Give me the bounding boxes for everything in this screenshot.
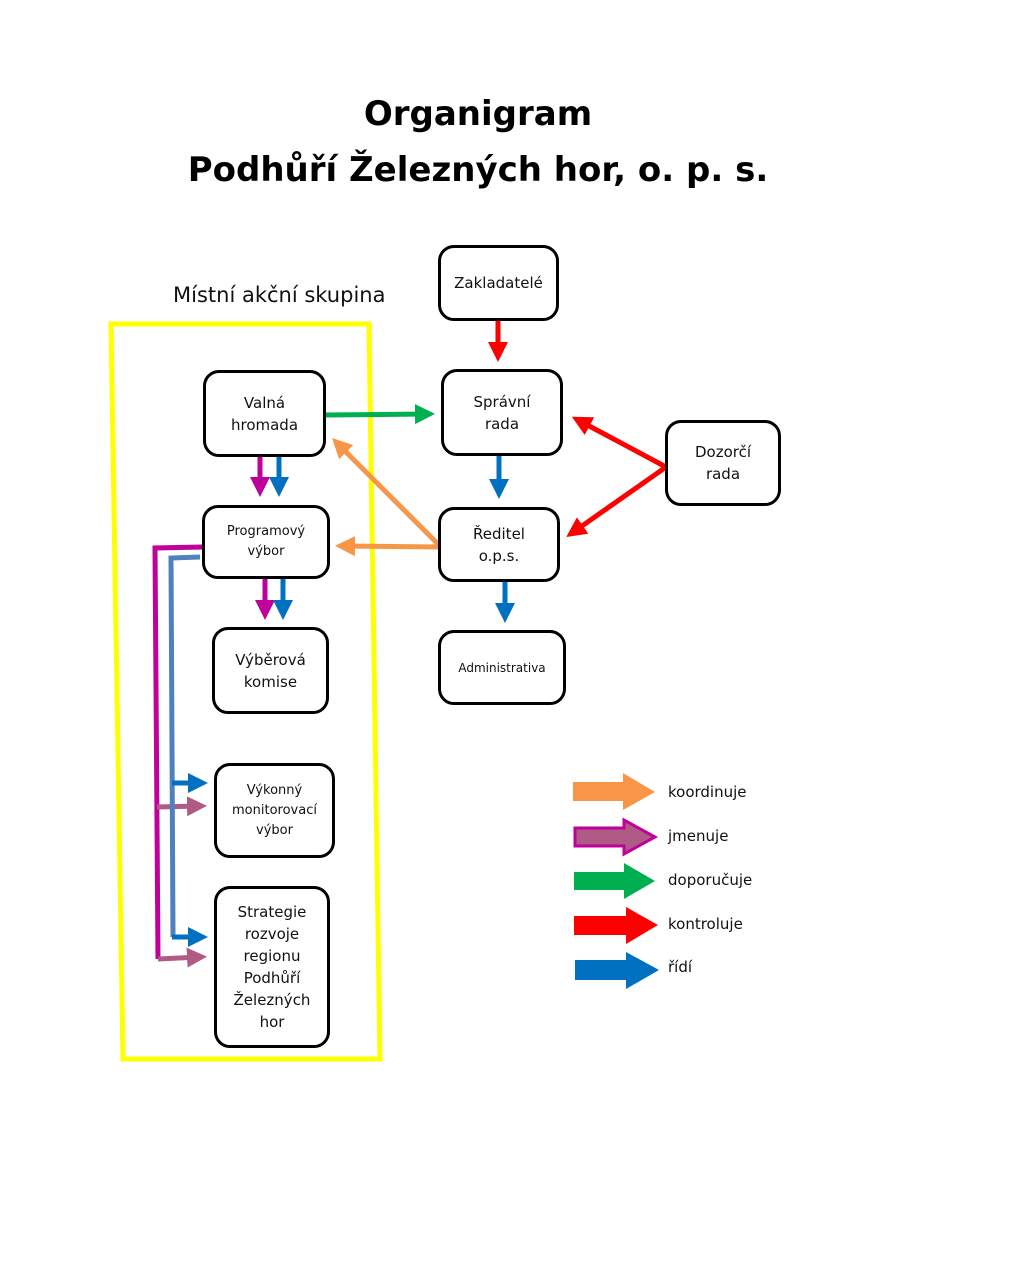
group-label-mas: Místní akční skupina: [173, 283, 386, 307]
edge-reditel-valna: [332, 438, 442, 548]
edge-programovy-strategie-jmenuje: [157, 947, 207, 968]
node-strategie-rozvoje: Strategie rozvoje regionu Podhůří Železn…: [214, 886, 330, 1048]
legend-arrow-doporucuje: [574, 863, 655, 899]
legend-arrow-koordinuje: [573, 773, 655, 810]
edge-programovy-vykonny-jmenuje: [156, 796, 207, 817]
node-programovy-vybor: Programový výbor: [202, 505, 330, 579]
node-zakladatele: Zakladatelé: [438, 245, 559, 321]
legend-label-kontroluje: kontroluje: [668, 915, 743, 933]
edge-reditel-programovy: [335, 536, 441, 557]
group-frame-mas: [108, 321, 383, 1062]
node-spravni-rada: Správní rada: [441, 369, 563, 456]
edge-valna-spravni-rada: [325, 404, 435, 425]
node-administrativa: Administrativa: [438, 630, 566, 705]
node-vykonny-monitorovaci-vybor: Výkonný monitorovací výbor: [214, 763, 335, 858]
legend-arrow-jmenuje: [573, 817, 659, 857]
legend-arrow-kontroluje: [574, 907, 658, 944]
legend-label-koordinuje: koordinuje: [668, 783, 747, 801]
edge-programovy-bus-jmenuje: [152, 544, 204, 960]
edge-programovy-bus-ridi: [168, 554, 201, 938]
legend-label-doporucuje: doporučuje: [668, 871, 753, 889]
diagram-subtitle: Podhůří Železných hor, o. p. s.: [187, 150, 769, 190]
node-dozorci-rada: Dozorčí rada: [665, 420, 781, 506]
legend-label-ridi: řídí: [668, 958, 693, 976]
edge-dozorci-reditel: [566, 464, 668, 538]
node-valna-hromada: Valná hromada: [203, 370, 326, 457]
node-vyberova-komise: Výběrová komise: [212, 627, 329, 714]
node-reditel: Ředitel o.p.s.: [438, 507, 560, 582]
legend-arrow-ridi: [575, 952, 659, 989]
edge-dozorci-spravni-rada: [571, 416, 668, 470]
diagram-title: Organigram: [363, 94, 593, 134]
legend-label-jmenuje: jmenuje: [668, 827, 729, 845]
